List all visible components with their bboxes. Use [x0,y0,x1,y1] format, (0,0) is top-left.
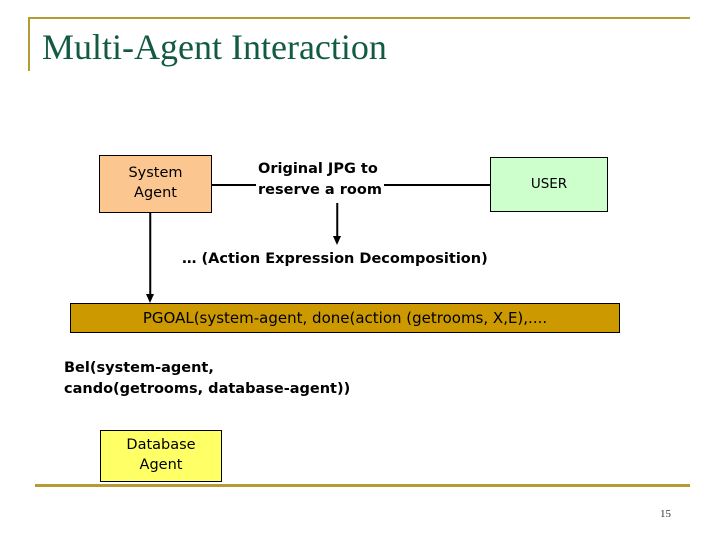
arrow-shaft [336,203,338,237]
arrow-shaft [149,213,151,295]
node-user[interactable]: USER [490,157,608,212]
node-user-label: USER [530,176,568,193]
arrow-system-agent-to-pgoal [144,213,156,303]
node-database-agent[interactable]: Database Agent [100,430,222,482]
label-belief-line1: Bel(system-agent, [64,360,214,376]
bottom-accent-rule [35,484,690,487]
label-belief-line2: cando(getrooms, database-agent)) [64,381,351,398]
arrow-head-icon [333,236,341,245]
node-system-agent-line1: System [128,165,183,182]
arrow-message-to-action-expression [331,203,343,245]
node-database-agent-line2: Agent [139,457,183,473]
page-number: 15 [660,508,671,520]
page-title: Multi-Agent Interaction [42,27,387,67]
arrow-head-icon [146,294,154,303]
label-action-expression-decomposition: … (Action Expression Decomposition) [182,251,488,267]
label-message-line1: Original JPG to [258,161,378,177]
node-system-agent-line2: Agent [134,185,177,201]
top-accent-rule [28,17,690,19]
node-database-agent-line1: Database [126,437,196,454]
label-message: Original JPG to reserve a room [256,159,384,202]
pgoal-banner: PGOAL(system-agent, done(action (getroom… [70,303,620,333]
left-accent-rule [28,17,30,71]
node-system-agent[interactable]: System Agent [99,155,212,213]
label-belief: Bel(system-agent, cando(getrooms, databa… [64,358,350,400]
label-message-line2: reserve a room [258,182,382,199]
